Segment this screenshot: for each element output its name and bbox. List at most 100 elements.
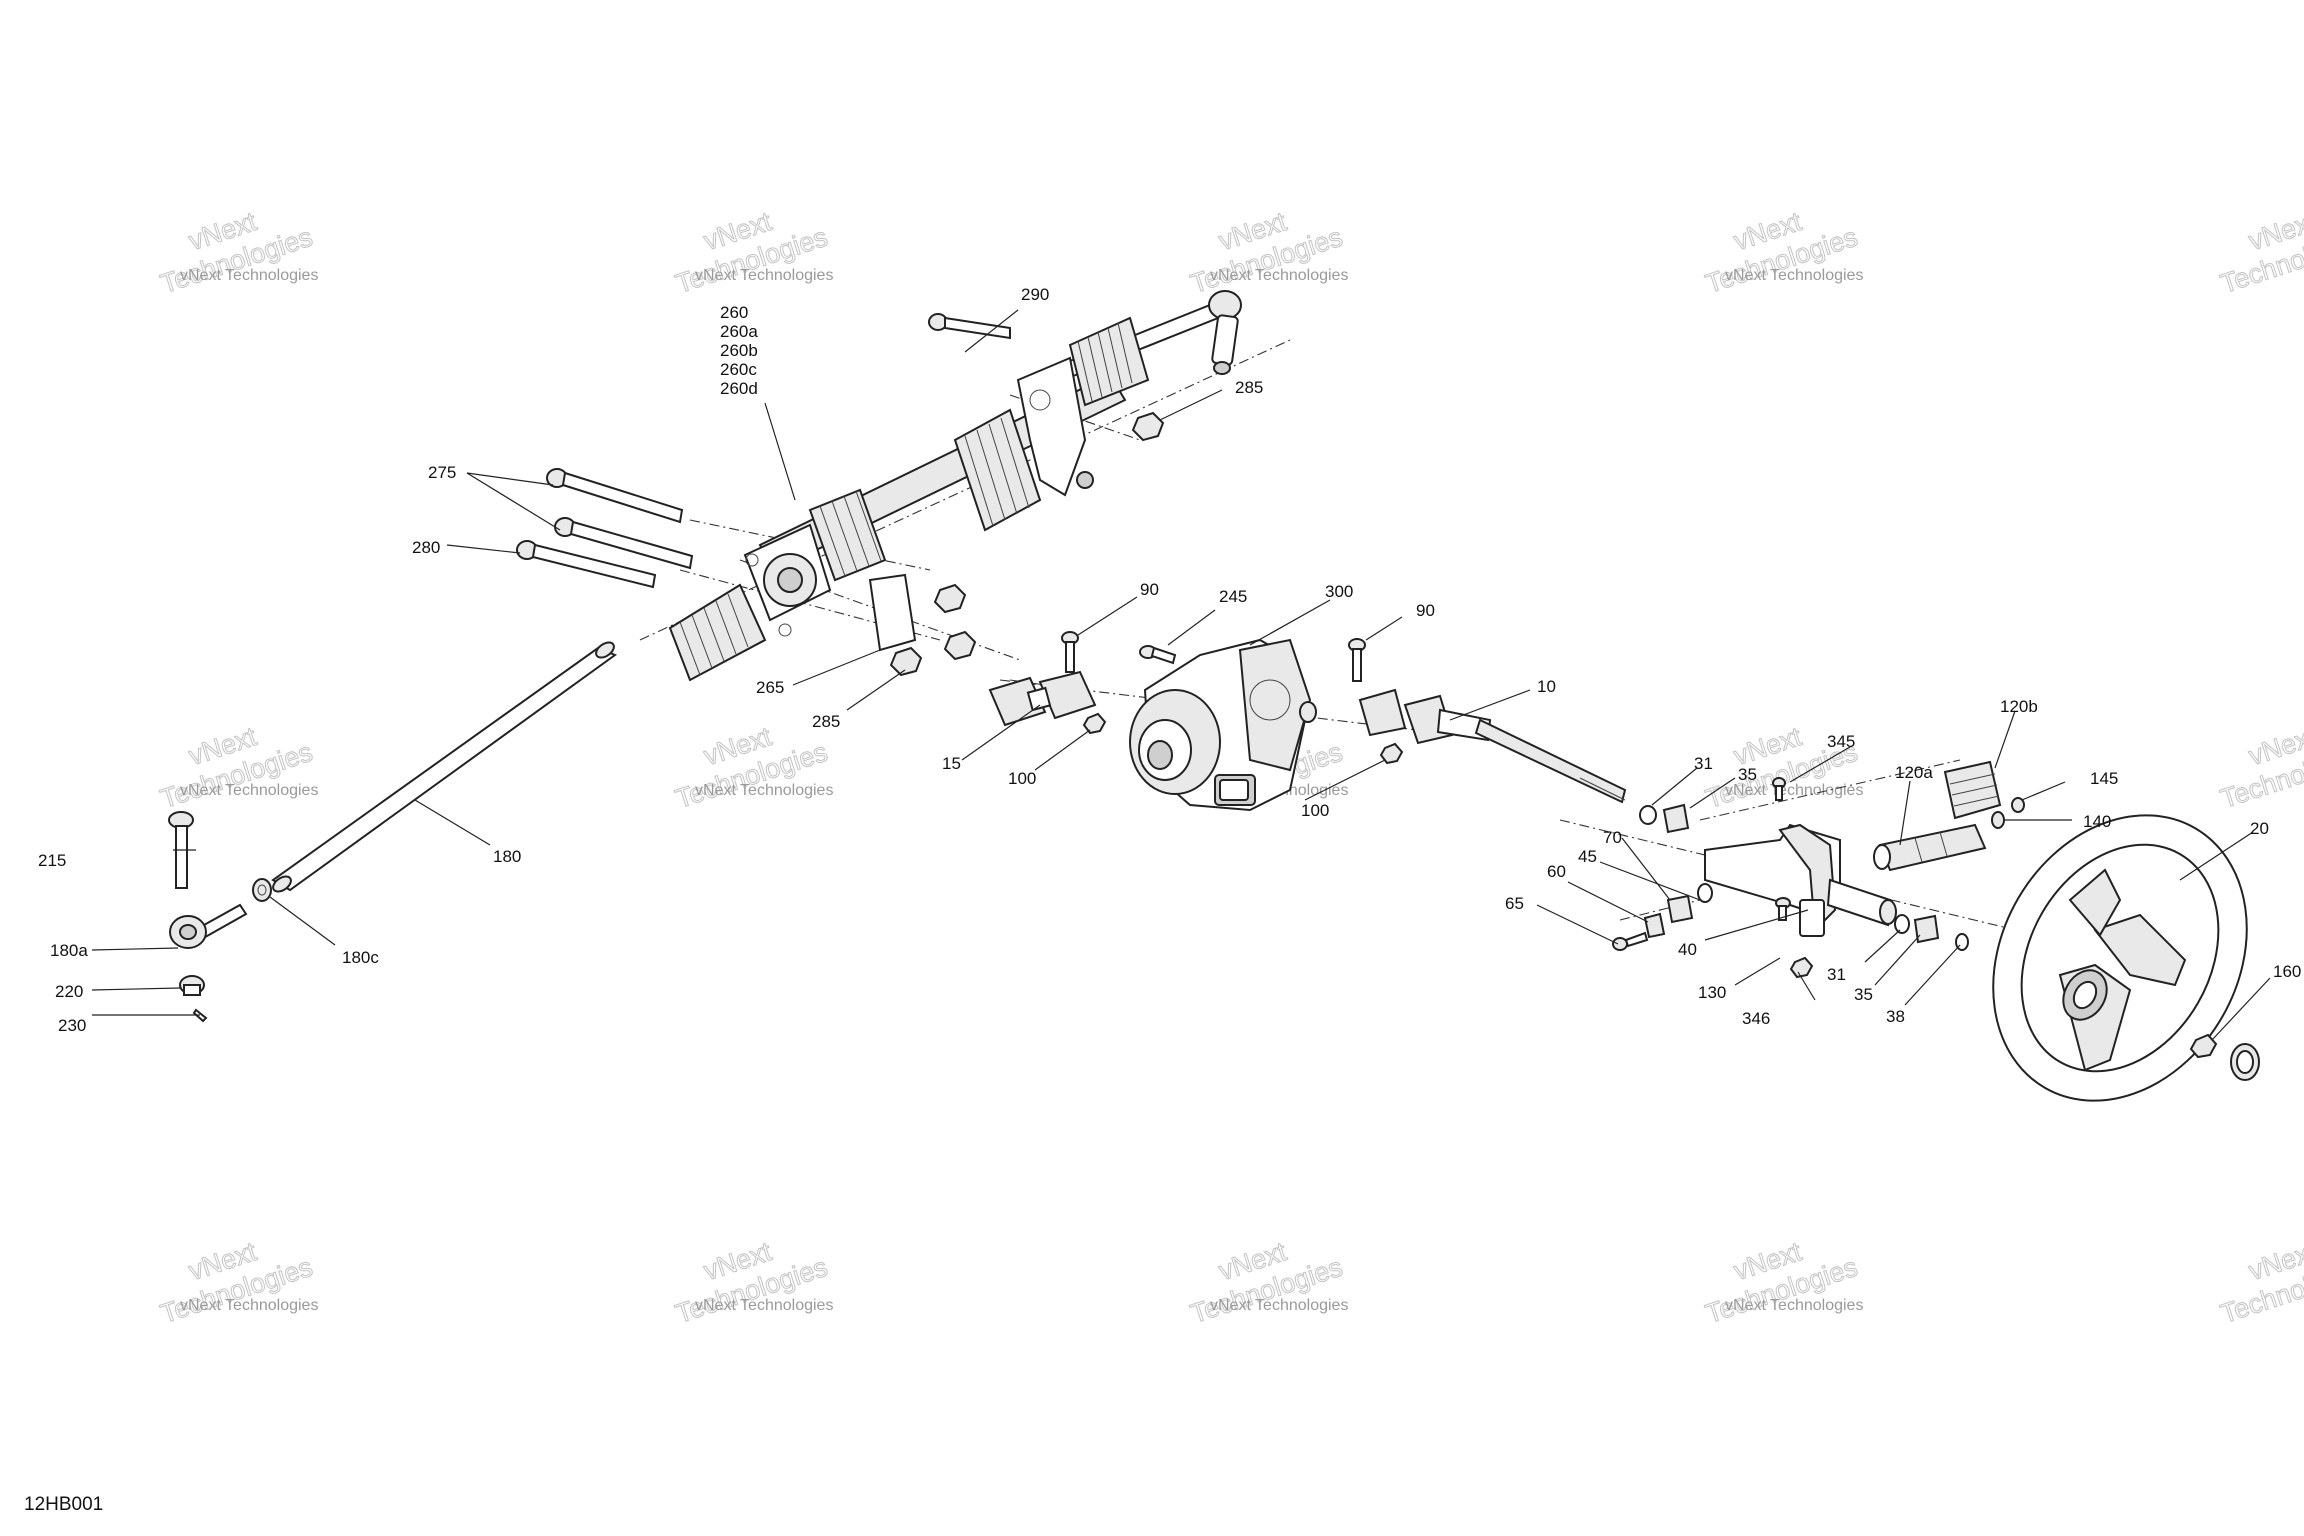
callout-90-left: 90 [1140,580,1159,599]
callout-labels: 290 285 260 260a 260b 260c 260d 275 280 … [38,285,2301,1035]
callout-15: 15 [942,754,961,773]
svg-text:vNext Technologies: vNext Technologies [695,267,833,284]
callout-60: 60 [1547,862,1566,881]
callout-275: 275 [428,463,456,482]
bolt-90-left [1061,631,1079,673]
pinion-housing [743,523,832,637]
callout-10: 10 [1537,677,1556,696]
bolt-130 [1775,897,1791,921]
callout-230: 230 [58,1016,86,1035]
castle-nut-220 [179,975,205,996]
svg-text:vNext Technologies: vNext Technologies [1725,1297,1863,1314]
bushing-35-lower [1913,914,1940,944]
callout-160: 160 [2273,962,2301,981]
tie-rod-180 [271,646,618,892]
callout-260d: 260d [720,379,758,398]
svg-text:vNext Technologies: vNext Technologies [180,782,318,799]
watermark: vNext Technologies vNext Technologies [671,206,833,300]
watermark: vNext Technologies vNext Technologies [1701,1236,1863,1330]
washer-31-lower [1894,914,1910,934]
left-ribbed-end-boot [668,583,767,682]
callout-346: 346 [1742,1009,1770,1028]
callout-65: 65 [1505,894,1524,913]
bushing-70 [1666,894,1694,924]
nut [1131,411,1165,442]
watermark: vNext Technologies [2216,206,2304,300]
callout-31-lower: 31 [1827,965,1846,984]
callout-120b: 120b [2000,697,2038,716]
bolt-280 [516,540,657,589]
power-steering-unit [1129,638,1317,812]
svg-text:vNext Technologies: vNext Technologies [695,1297,833,1314]
callout-260a: 260a [720,322,758,341]
svg-text:vNext Technologies: vNext Technologies [1210,1297,1348,1314]
svg-text:vNext Technologies: vNext Technologies [1725,782,1863,799]
bolt-65 [1612,931,1649,951]
callout-130: 130 [1698,983,1726,1002]
svg-text:vNext Technologies: vNext Technologies [695,782,833,799]
watermark: vNext Technologies vNext Technologies [156,206,318,300]
svg-text:vNext Technologies: vNext Technologies [180,267,318,284]
callout-260b: 260b [720,341,758,360]
callout-180c: 180c [342,948,379,967]
mounting-bolts [516,468,694,589]
bushing-60 [1643,912,1666,939]
column-boot-assembly [1873,760,2025,872]
steering-column-bracket [1704,823,1897,937]
assembly-centerlines [639,339,2141,961]
watermark: vNext Technologies vNext Technologies [156,1236,318,1330]
callout-45: 45 [1578,847,1597,866]
callout-260c: 260c [720,360,757,379]
nut-100-right [1379,742,1404,765]
left-bellows-boot-large [953,408,1042,532]
callout-140: 140 [2083,812,2111,831]
steering-wheel [1992,814,2248,1102]
rack-mounting-bracket [1016,356,1094,497]
callout-38: 38 [1886,1007,1905,1026]
right-tie-rod-end [1208,290,1242,375]
watermark: vNext Technologies [2216,1236,2304,1330]
column-tube-120a [1873,823,1987,872]
steering-rack-assembly [668,290,1242,682]
callout-180: 180 [493,847,521,866]
bolt-215 [168,811,194,889]
callout-145: 145 [2090,769,2118,788]
callout-120a: 120a [1895,763,1933,782]
watermark: vNext Technologies vNext Technologies [1701,206,1863,300]
leader-lines [91,309,2271,1041]
callout-215: 215 [38,851,66,870]
bushing-35-upper [1662,803,1690,834]
figure-reference-id: 12HB001 [24,1494,104,1515]
callout-31-upper: 31 [1694,754,1713,773]
ring-140 [1991,811,2005,829]
right-bellows-boot [1068,316,1150,407]
jam-nut-180c [252,878,272,902]
bolt-345 [1772,777,1786,801]
callout-265: 265 [756,678,784,697]
nut [933,583,967,614]
steering-wheel-nut-160 [2189,1033,2260,1081]
svg-text:vNext Technologies: vNext Technologies [180,1297,318,1314]
callout-40: 40 [1678,940,1697,959]
callout-90-right: 90 [1416,601,1435,620]
nut [889,646,923,677]
nut [943,630,977,661]
watermark: vNext Technologies vNext Technologies [1186,1236,1348,1330]
callout-245: 245 [1219,587,1247,606]
bolt-275-lower [554,517,694,570]
svg-text:vNext Technologies: vNext Technologies [1725,267,1863,284]
callout-285-upper: 285 [1235,378,1263,397]
callout-100-right: 100 [1301,801,1329,820]
bolt-275-upper [546,468,684,524]
callout-280: 280 [412,538,440,557]
bolt-90-right [1348,638,1366,682]
bracket-plate [868,573,917,652]
callout-100-left: 100 [1008,769,1036,788]
watermark: vNext Technologies vNext Technologies [671,1236,833,1330]
callout-285-lower: 285 [812,712,840,731]
callout-345: 345 [1827,732,1855,751]
callout-180a: 180a [50,941,88,960]
intermediate-shaft-assembly [1348,638,1627,804]
bellows-boot-120b [1943,760,2002,820]
